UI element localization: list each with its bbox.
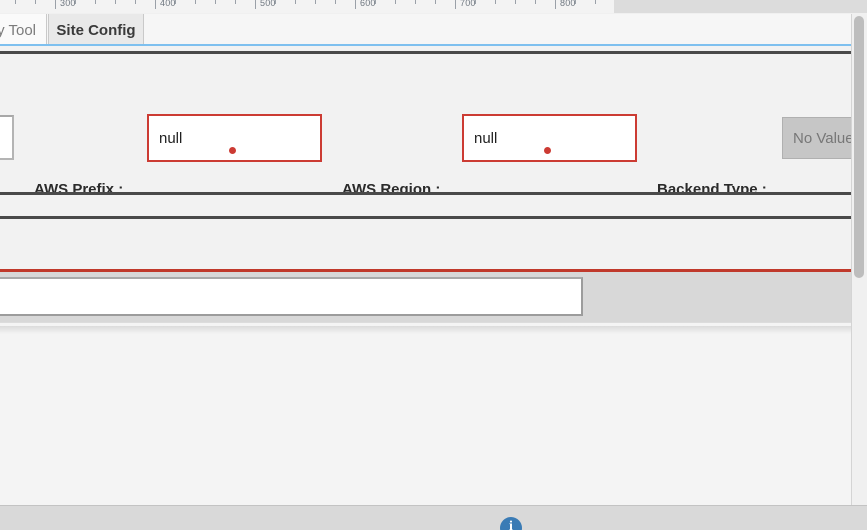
ruler-tick-minor [75, 0, 76, 4]
ruler-tick-minor [315, 0, 316, 4]
info-icon[interactable]: i [500, 517, 522, 530]
aws-region-input-value: null [474, 129, 498, 147]
search-input[interactable] [0, 277, 583, 316]
ruler-label: 400 [160, 0, 176, 8]
ruler-label: 700 [460, 0, 476, 8]
ruler-label: 600 [360, 0, 376, 8]
header-divider [0, 51, 867, 54]
ruler-tick-major [355, 0, 356, 9]
tab-bar: y Tool Site Config [0, 14, 867, 46]
ruler-tick-minor [495, 0, 496, 4]
content-area [0, 322, 867, 506]
section-divider-upper [0, 192, 867, 195]
validation-divider-red [0, 269, 867, 272]
vertical-scrollbar-thumb[interactable] [854, 16, 864, 278]
content-area-shadow [0, 326, 867, 334]
ruler-label: 800 [560, 0, 576, 8]
ruler-tick-major [555, 0, 556, 9]
ruler-tick-minor [235, 0, 236, 4]
ruler-tick-minor [595, 0, 596, 4]
ruler: 300 400 500 600 700 800 [0, 0, 867, 15]
section-divider-middle [0, 216, 867, 219]
ruler-tick-major [55, 0, 56, 9]
ruler-tick-major [255, 0, 256, 9]
ruler-tick-minor [115, 0, 116, 4]
tab-site-config-label: Site Config [56, 21, 136, 39]
ruler-tick-minor [535, 0, 536, 4]
ruler-tick-minor [215, 0, 216, 4]
ruler-tick-minor [275, 0, 276, 4]
clipped-left-input[interactable] [0, 115, 14, 160]
ruler-label: 300 [60, 0, 76, 8]
tab-bar-empty-area [145, 14, 867, 46]
ruler-tick-minor [515, 0, 516, 4]
ruler-tick-minor [295, 0, 296, 4]
ruler-label: 500 [260, 0, 276, 8]
ruler-tick-minor [375, 0, 376, 4]
section-band-upper [0, 195, 867, 216]
ruler-tick-major [455, 0, 456, 9]
tab-deploy-tool[interactable]: y Tool [0, 14, 47, 46]
aws-region-error-marker-icon [544, 147, 551, 154]
section-band-middle [0, 219, 867, 269]
form-row-container: AWS Prefix : null AWS Region : null Back… [0, 54, 867, 198]
ruler-tick-minor [575, 0, 576, 4]
ruler-tick-minor [95, 0, 96, 4]
ruler-active-pane: 300 400 500 600 700 800 [0, 0, 614, 13]
aws-prefix-error-marker-icon [229, 147, 236, 154]
ruler-tick-minor [395, 0, 396, 4]
backend-type-input-value: No Value [793, 129, 854, 147]
tab-deploy-tool-label: y Tool [0, 21, 36, 39]
ruler-tick-minor [195, 0, 196, 4]
ruler-tick-minor [475, 0, 476, 4]
ruler-tick-major [155, 0, 156, 9]
ruler-tick-minor [415, 0, 416, 4]
ruler-tick-minor [135, 0, 136, 4]
tab-site-config[interactable]: Site Config [48, 14, 144, 46]
aws-prefix-input[interactable]: null [147, 114, 322, 162]
ruler-tick-minor [15, 0, 16, 4]
ruler-tick-minor [35, 0, 36, 4]
status-bar [0, 505, 867, 530]
ruler-tick-minor [175, 0, 176, 4]
ruler-inactive-pane [614, 0, 867, 13]
tab-active-underline [0, 44, 867, 46]
aws-prefix-input-value: null [159, 129, 183, 147]
aws-region-input[interactable]: null [462, 114, 637, 162]
ruler-tick-minor [335, 0, 336, 4]
ruler-tick-minor [435, 0, 436, 4]
